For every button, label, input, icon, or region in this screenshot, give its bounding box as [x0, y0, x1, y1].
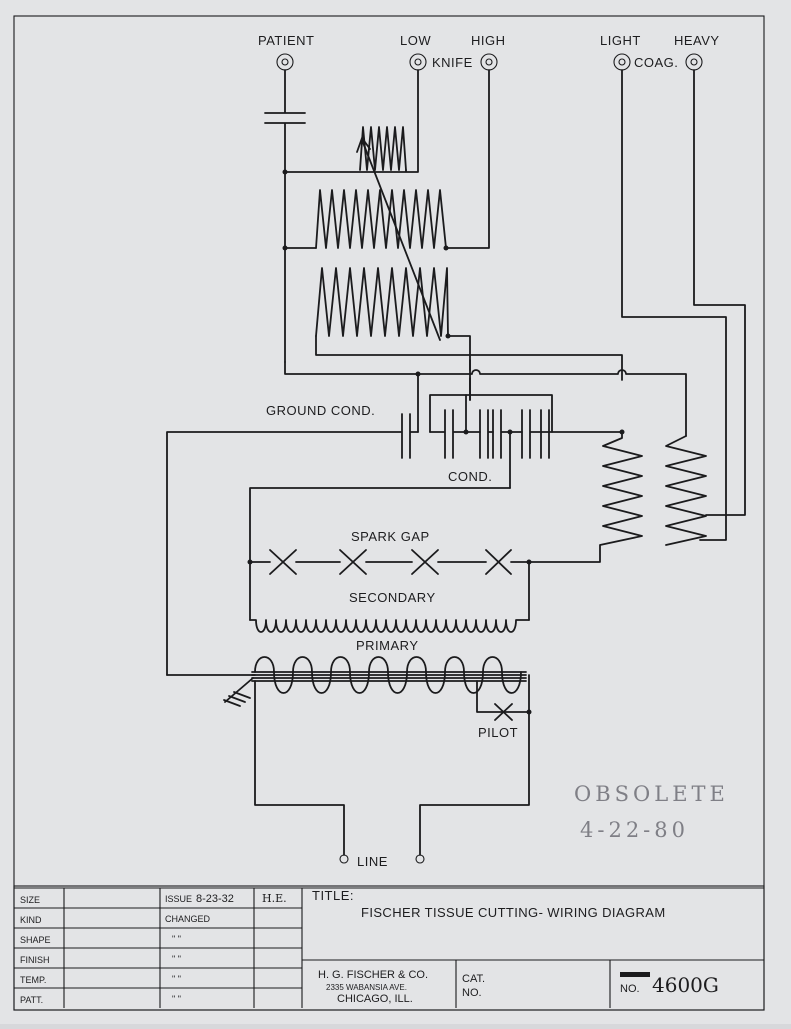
heavy-coag-terminal-icon	[685, 53, 703, 71]
primary-coil	[166, 656, 527, 694]
title-label: TITLE:	[312, 888, 354, 903]
low-label: LOW	[400, 33, 431, 48]
row-temp: TEMP.	[20, 975, 46, 985]
pilot-lamp-icon	[494, 703, 513, 721]
line-terminal-left-icon	[339, 854, 349, 864]
patient-capacitor	[264, 69, 306, 363]
company-address: 2335 WABANSIA AVE.	[326, 983, 407, 992]
middle-coil	[315, 189, 447, 249]
pilot-label: PILOT	[478, 725, 518, 740]
heavy-label: HEAVY	[674, 33, 720, 48]
issue-initials: H.E.	[262, 892, 287, 905]
company-name: H. G. FISCHER & CO.	[318, 969, 428, 981]
row-finish: FINISH	[20, 955, 50, 965]
cat-no-label: NO.	[462, 987, 482, 999]
row-shape: SHAPE	[20, 935, 51, 945]
adjustable-tap-arrow-icon	[361, 139, 441, 341]
light-coag-resistor	[528, 431, 643, 563]
cond-label: COND.	[448, 469, 492, 484]
ground-cond-label: GROUND COND.	[266, 403, 375, 418]
top-coil	[359, 126, 407, 171]
ditto-2: " "	[172, 954, 181, 964]
light-coag-terminal-icon	[613, 53, 631, 71]
title-block	[13, 885, 765, 1011]
high-label: HIGH	[471, 33, 506, 48]
issue-date: 8-23-32	[196, 893, 234, 905]
condenser-bank	[429, 394, 623, 489]
line-terminal-right-icon	[415, 854, 425, 864]
ditto-3: " "	[172, 974, 181, 984]
line-label: LINE	[357, 854, 388, 869]
ground-icon	[223, 677, 254, 707]
company-city: CHICAGO, ILL.	[337, 993, 413, 1005]
coag-label: COAG.	[634, 55, 678, 70]
drawing-title: FISCHER TISSUE CUTTING- WIRING DIAGRAM	[361, 905, 666, 920]
changed-label: CHANGED	[165, 914, 211, 924]
obsolete-date: 4-22-80	[580, 818, 689, 842]
ground-condenser	[166, 413, 419, 676]
ditto-4: " "	[172, 994, 181, 1004]
sheet-border	[13, 15, 765, 1011]
cat-label: CAT.	[462, 973, 485, 985]
row-size: SIZE	[20, 895, 40, 905]
patient-terminal-icon	[276, 53, 294, 71]
low-knife-terminal-icon	[409, 53, 427, 71]
heavy-coag-resistor	[665, 435, 707, 546]
light-label: LIGHT	[600, 33, 641, 48]
secondary-label: SECONDARY	[349, 590, 436, 605]
patient-label: PATIENT	[258, 33, 314, 48]
row-patt: PATT.	[20, 995, 43, 1005]
spark-gap-label: SPARK GAP	[351, 529, 430, 544]
bottom-coil	[315, 267, 449, 337]
issue-label: ISSUE	[165, 894, 192, 904]
drawing-number: 4600G	[652, 973, 719, 997]
high-knife-terminal-icon	[480, 53, 498, 71]
obsolete-note: OBSOLETE	[574, 782, 729, 806]
knife-label: KNIFE	[432, 55, 473, 70]
primary-label: PRIMARY	[356, 638, 419, 653]
ditto-1: " "	[172, 934, 181, 944]
secondary-coil	[249, 619, 530, 633]
spark-gap	[269, 549, 512, 575]
row-kind: KIND	[20, 915, 42, 925]
drawing-number-label: NO.	[620, 983, 640, 995]
